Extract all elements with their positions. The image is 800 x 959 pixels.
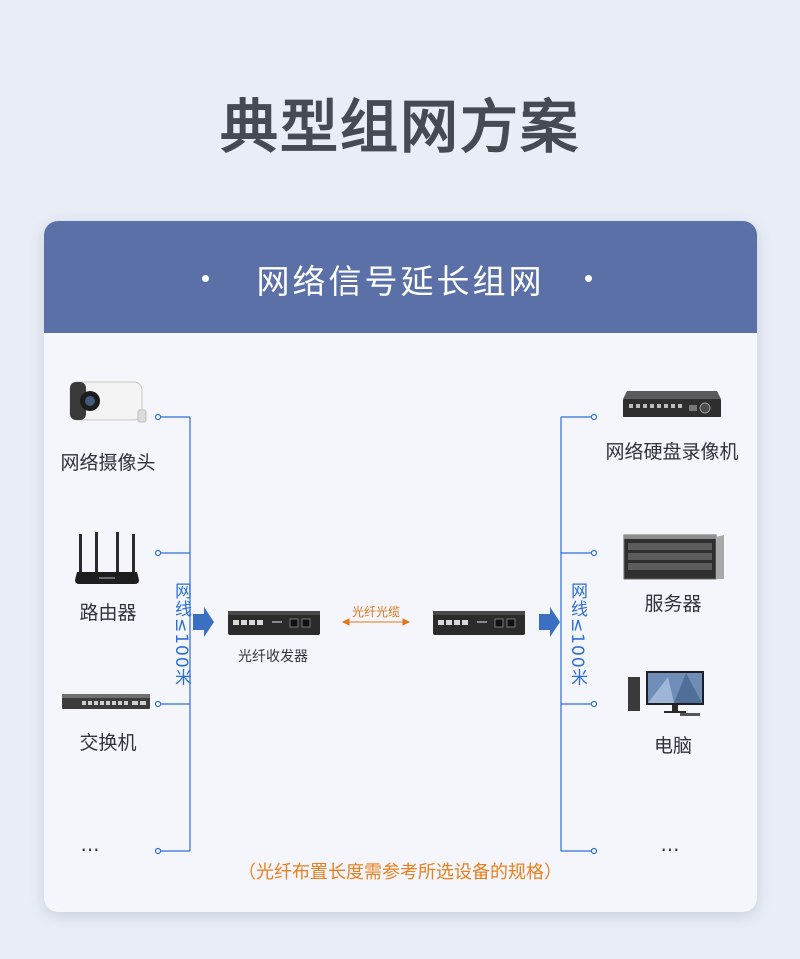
fiber-converter-left-icon xyxy=(228,611,320,635)
device-label-more-right: … xyxy=(660,834,680,856)
router-icon xyxy=(75,532,139,584)
header-dot-right xyxy=(585,275,592,282)
left-node-4 xyxy=(154,847,162,855)
device-label-computer: 电脑 xyxy=(653,735,693,757)
right-node-4 xyxy=(590,847,598,855)
left-arrow-icon xyxy=(193,607,214,637)
device-label-nvr: 网络硬盘录像机 xyxy=(605,441,739,463)
computer-icon xyxy=(628,671,704,716)
header-dot-left xyxy=(202,275,209,282)
page-title: 典型组网方案 xyxy=(219,93,580,161)
server-icon xyxy=(623,534,724,580)
device-label-switch: 交换机 xyxy=(79,732,137,754)
card-title: 网络信号延长组网 xyxy=(256,262,545,301)
right-arrow-icon xyxy=(539,607,560,637)
right-node-3 xyxy=(590,700,598,708)
fiber-converter-right-icon xyxy=(433,611,525,635)
cable-limit-left: 网线≤100米 xyxy=(171,582,191,687)
camera-icon xyxy=(69,381,147,423)
cable-limit-right: 网线≤100米 xyxy=(567,582,587,687)
device-label-more-left: … xyxy=(80,834,100,856)
nvr-icon xyxy=(623,391,721,417)
right-node-1 xyxy=(590,413,598,421)
left-node-1 xyxy=(154,413,162,421)
converter-label: 光纤收发器 xyxy=(238,649,308,665)
card-header: 网络信号延长组网 xyxy=(44,221,757,333)
left-node-3 xyxy=(154,700,162,708)
device-label-camera: 网络摄像头 xyxy=(60,452,156,474)
right-node-2 xyxy=(590,549,598,557)
fiber-label: 光纤光缆 xyxy=(351,605,401,619)
switch-icon xyxy=(62,694,150,709)
fiber-length-note: （光纤布置长度需参考所选设备的规格） xyxy=(238,862,562,883)
left-node-2 xyxy=(154,549,162,557)
fiber-double-arrow-icon xyxy=(341,618,411,626)
device-label-router: 路由器 xyxy=(79,602,137,624)
device-label-server: 服务器 xyxy=(644,593,702,615)
